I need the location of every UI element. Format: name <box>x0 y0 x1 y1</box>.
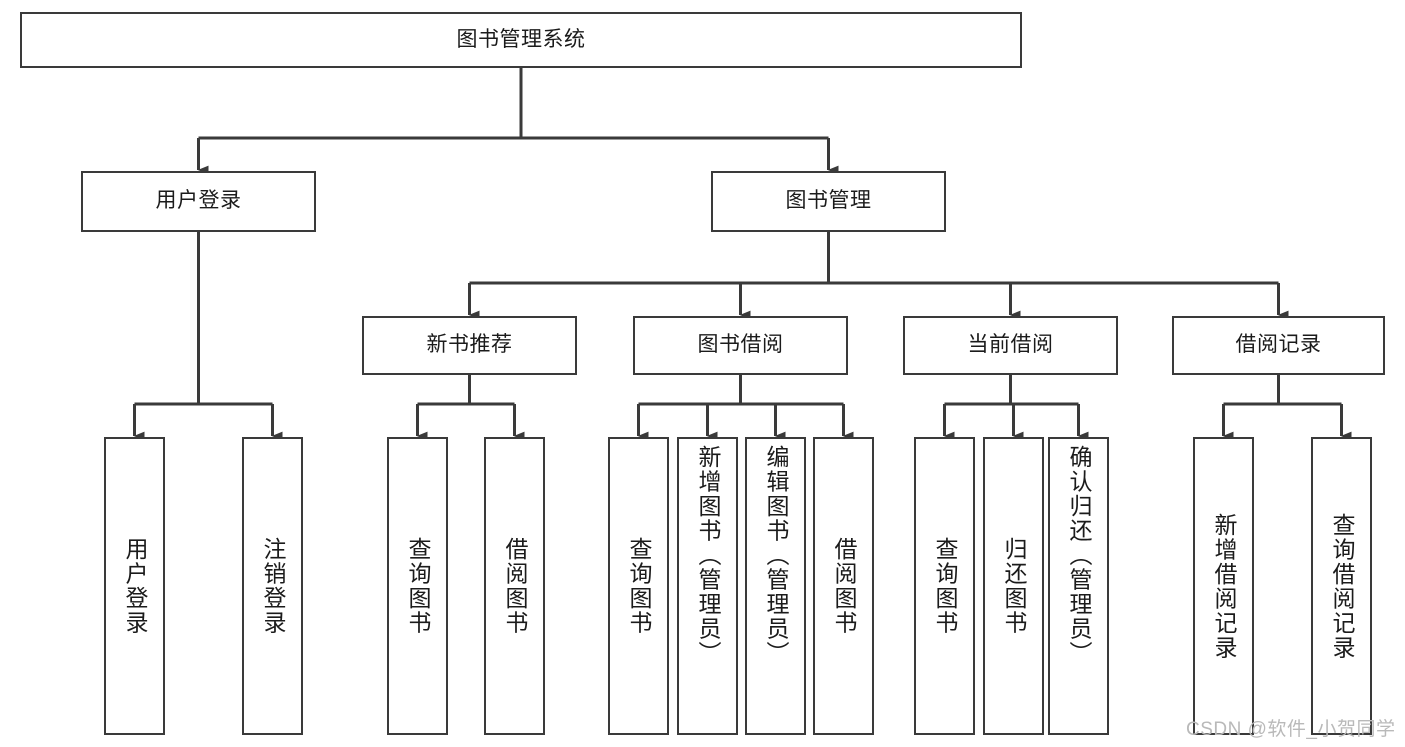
node-leaf-logout[interactable]: 注销登录 <box>242 437 303 735</box>
node-root[interactable]: 图书管理系统 <box>20 12 1022 68</box>
node-leaf-borrow-book-rec[interactable]: 借阅图书 <box>484 437 545 735</box>
node-label: 图书管理 <box>785 189 872 213</box>
node-user-login[interactable]: 用户登录 <box>81 171 316 232</box>
node-new-book-rec[interactable]: 新书推荐 <box>362 316 577 375</box>
node-leaf-query-record[interactable]: 查询借阅记录 <box>1311 437 1372 735</box>
watermark-label: CSDN @软件_小贺同学 <box>1186 719 1396 740</box>
node-leaf-edit-book[interactable]: 编辑图书（管理员） <box>745 437 806 735</box>
node-borrow-record[interactable]: 借阅记录 <box>1172 316 1385 375</box>
node-leaf-return-book[interactable]: 归还图书 <box>983 437 1044 735</box>
node-current-borrow[interactable]: 当前借阅 <box>903 316 1118 375</box>
node-label: 确认归还（管理员） <box>1066 445 1092 666</box>
node-leaf-query-book-bor[interactable]: 查询图书 <box>608 437 669 735</box>
node-label: 归还图书 <box>1001 537 1027 635</box>
node-label: 图书管理系统 <box>456 27 586 51</box>
node-leaf-borrow-book-bor[interactable]: 借阅图书 <box>813 437 874 735</box>
connector-lines <box>133 68 1352 441</box>
node-leaf-add-record[interactable]: 新增借阅记录 <box>1193 437 1254 735</box>
node-label: 借阅记录 <box>1235 333 1322 357</box>
node-label: 注销登录 <box>260 537 286 635</box>
node-label: 用户登录 <box>155 189 242 213</box>
node-leaf-query-book-rec[interactable]: 查询图书 <box>387 437 448 735</box>
node-label: 新增图书（管理员） <box>695 445 721 666</box>
node-leaf-user-login[interactable]: 用户登录 <box>104 437 165 735</box>
node-label: 查询借阅记录 <box>1329 512 1355 660</box>
node-leaf-add-book[interactable]: 新增图书（管理员） <box>677 437 738 735</box>
node-label: 借阅图书 <box>831 537 857 635</box>
node-leaf-query-book-cur[interactable]: 查询图书 <box>914 437 975 735</box>
node-label: 查询图书 <box>405 537 431 635</box>
node-label: 编辑图书（管理员） <box>763 445 789 666</box>
node-book-manage[interactable]: 图书管理 <box>711 171 946 232</box>
node-label: 查询图书 <box>626 537 652 635</box>
node-label: 新书推荐 <box>426 333 513 357</box>
node-book-borrow[interactable]: 图书借阅 <box>633 316 848 375</box>
node-label: 查询图书 <box>932 537 958 635</box>
node-label: 新增借阅记录 <box>1211 512 1237 660</box>
node-label: 图书借阅 <box>697 333 784 357</box>
node-label: 用户登录 <box>122 537 148 635</box>
node-label: 借阅图书 <box>502 537 528 635</box>
node-leaf-confirm-return[interactable]: 确认归还（管理员） <box>1048 437 1109 735</box>
node-label: 当前借阅 <box>967 333 1054 357</box>
